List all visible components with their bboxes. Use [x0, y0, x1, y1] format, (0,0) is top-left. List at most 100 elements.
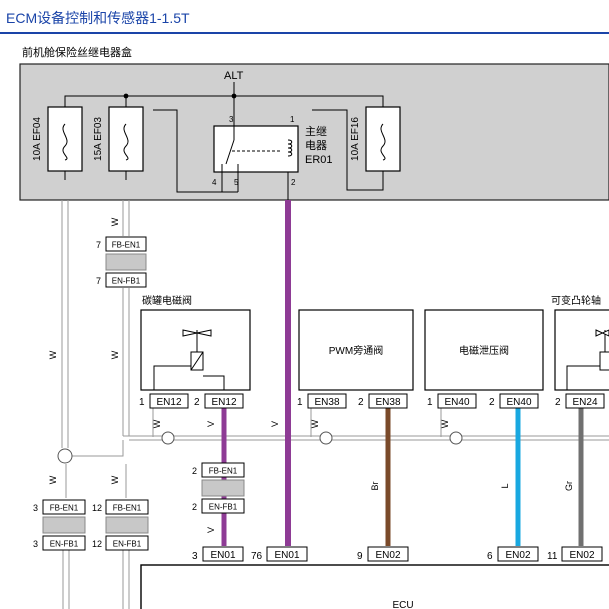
svg-text:FB-EN1: FB-EN1	[112, 241, 141, 250]
svg-text:EN12: EN12	[156, 397, 181, 408]
wire-tag-w-3: W	[110, 350, 120, 359]
svg-text:7: 7	[96, 240, 101, 250]
wire-tag-w-8: W	[440, 419, 450, 428]
svg-text:76: 76	[251, 551, 263, 562]
svg-text:1: 1	[139, 397, 145, 408]
canister-solenoid-valve	[140, 309, 251, 391]
vvt-valve-icon	[566, 329, 609, 390]
svg-text:EN40: EN40	[444, 397, 469, 408]
fuse-ef03-icon	[123, 123, 129, 161]
svg-text:11: 11	[547, 551, 558, 562]
white-wires	[61, 200, 609, 609]
ecu-module	[140, 564, 609, 609]
pressure-relief-valve-label: 电磁泄压阀	[459, 344, 509, 357]
svg-text:3: 3	[192, 551, 198, 562]
relay-label-line-1: 主继	[305, 125, 327, 138]
wire-tag-l: L	[500, 483, 510, 488]
vvt-solenoid	[554, 309, 609, 391]
svg-text:12: 12	[92, 539, 102, 549]
svg-text:2: 2	[192, 466, 197, 476]
relay-pin-4: 4	[212, 178, 217, 187]
fuse-box-title: 前机舱保险丝继电器盒	[22, 45, 132, 59]
wire-tag-w-1: W	[110, 217, 120, 226]
svg-text:2: 2	[192, 502, 197, 512]
bus-junction	[123, 93, 129, 99]
fuse-ef16-label: 10A EF16	[350, 117, 361, 161]
wire-tag-v-1: V	[206, 421, 216, 427]
pressure-relief-valve	[424, 309, 544, 391]
svg-text:2: 2	[194, 397, 200, 408]
wire-tag-w-5: W	[110, 475, 120, 484]
wire-tag-gr: Gr	[564, 481, 574, 491]
fuse-ef16-icon	[380, 123, 386, 161]
splice-pressure	[449, 431, 463, 445]
svg-text:EN02: EN02	[505, 550, 530, 561]
svg-text:3: 3	[33, 503, 38, 513]
svg-text:EN38: EN38	[314, 397, 339, 408]
svg-text:EN01: EN01	[274, 550, 299, 561]
relay-coil-icon	[287, 139, 293, 157]
svg-text:1: 1	[427, 397, 433, 408]
wire-tag-w-2: W	[48, 350, 58, 359]
pwm-bypass-valve-label: PWM旁通阀	[329, 344, 383, 357]
connector-fb-en1-middle: 12 FB-EN1 12 EN-FB1	[92, 499, 149, 551]
svg-text:7: 7	[96, 276, 101, 286]
diagram-title: ECM设备控制和传感器1-1.5T	[6, 10, 190, 26]
solenoid-valve-icon	[153, 329, 225, 390]
component-pin-labels: 1 EN12 2 EN12 1 EN38 2 EN38 1 EN40 2 EN4…	[139, 393, 605, 409]
fuse-box-bus	[64, 95, 384, 200]
ecu-label: ECU	[392, 600, 413, 609]
svg-text:EN38: EN38	[375, 397, 400, 408]
svg-text:2: 2	[489, 397, 495, 408]
fuse-ef03	[108, 106, 144, 172]
svg-text:EN02: EN02	[375, 550, 400, 561]
alt-label: ALT	[224, 70, 244, 82]
relay-pin-5: 5	[234, 178, 239, 187]
wire-tag-br: Br	[370, 481, 380, 490]
wire-tag-w-6: W	[152, 419, 162, 428]
svg-text:EN-FB1: EN-FB1	[50, 540, 79, 549]
connector-fb-en1-left: 3 FB-EN1 3 EN-FB1	[33, 499, 86, 551]
canister-solenoid-title: 碳罐电磁阀	[142, 294, 192, 307]
wire-tag-v-2: V	[270, 421, 280, 427]
wire-tag-v-3: V	[206, 527, 216, 533]
relay-er01	[213, 125, 299, 173]
svg-text:FB-EN1: FB-EN1	[209, 467, 238, 476]
relay-pin-1: 1	[290, 115, 295, 124]
svg-text:9: 9	[357, 551, 363, 562]
connector-fb-en1-top: 7 FB-EN1 7 EN-FB1	[96, 236, 147, 288]
fuse-ef16	[365, 106, 401, 172]
svg-text:EN-FB1: EN-FB1	[112, 277, 141, 286]
svg-text:3: 3	[33, 539, 38, 549]
splice-left	[57, 448, 73, 464]
svg-text:2: 2	[555, 397, 561, 408]
svg-text:6: 6	[487, 551, 493, 562]
svg-text:EN-FB1: EN-FB1	[209, 503, 238, 512]
relay-label-line-2: 电器	[305, 139, 327, 152]
fuse-ef04	[47, 106, 83, 172]
svg-text:2: 2	[358, 397, 364, 408]
ecu-pin-labels: 3 EN01 76 EN01 9 EN02 6 EN02 11 EN02	[192, 546, 603, 562]
svg-text:EN01: EN01	[210, 550, 235, 561]
fuse-ef03-label: 15A EF03	[93, 117, 104, 161]
relay-pin-3: 3	[229, 115, 234, 124]
pwm-bypass-valve	[298, 309, 414, 391]
wire-tag-w-4: W	[48, 475, 58, 484]
fuse-ef04-label: 10A EF04	[32, 117, 43, 161]
splice-canister	[161, 431, 175, 445]
svg-text:FB-EN1: FB-EN1	[50, 504, 79, 513]
wire-tag-w-7: W	[310, 419, 320, 428]
relay-switch-icon	[221, 126, 282, 180]
relay-label-line-3: ER01	[305, 154, 333, 166]
svg-text:EN02: EN02	[569, 550, 594, 561]
relay-pin-2: 2	[291, 178, 296, 187]
svg-text:EN40: EN40	[506, 397, 531, 408]
svg-text:12: 12	[92, 503, 102, 513]
fuse-ef04-icon	[62, 123, 68, 161]
vvt-title: 可变凸轮轴	[551, 294, 601, 307]
svg-text:EN-FB1: EN-FB1	[113, 540, 142, 549]
svg-text:EN12: EN12	[211, 397, 236, 408]
svg-text:EN24: EN24	[572, 397, 597, 408]
svg-text:1: 1	[297, 397, 303, 408]
